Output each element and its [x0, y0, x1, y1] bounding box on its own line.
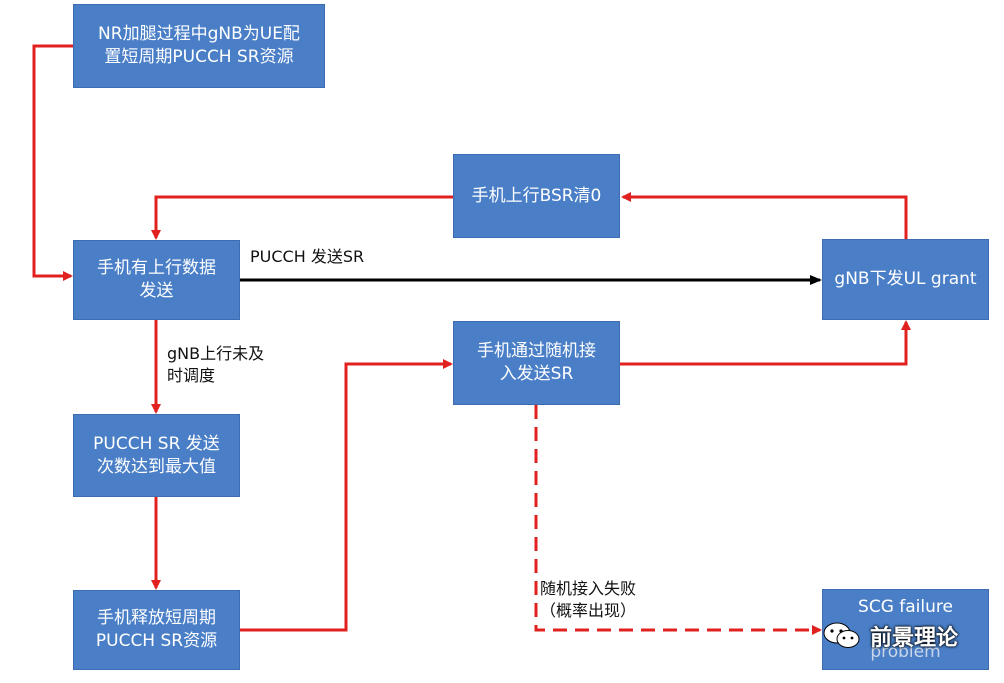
arrow-b3-to-b2: [151, 195, 453, 240]
label-not-scheduled: gNB上行未及 时调度: [167, 344, 265, 385]
arrow-b7-to-b5: [240, 359, 453, 632]
arrow-b4-to-b3: [621, 192, 908, 239]
node-ul-grant: gNB下发UL grant: [822, 239, 989, 320]
node-random-access-sr: 手机通过随机接入发送SR: [453, 321, 620, 405]
node-ue-has-ul-data: 手机有上行数据发送: [73, 240, 240, 320]
node-sr-max-reached: PUCCH SR 发送次数达到最大值: [73, 414, 240, 497]
watermark-text: 前景理论: [870, 626, 959, 651]
label-ra-failure: 随机接入失败 （概率出现）: [540, 579, 637, 620]
wechat-icon: [823, 622, 860, 648]
arrow-b5-to-b8-dashed: [534, 405, 822, 635]
arrow-b5-to-b4: [620, 320, 911, 366]
watermark: 前景理论: [822, 612, 1000, 660]
arrow-b1-to-b2: [32, 44, 73, 281]
node-bsr-clear: 手机上行BSR清0: [453, 154, 620, 238]
node-config-sr-resource: NR加腿过程中gNB为UE配置短周期PUCCH SR资源: [73, 4, 325, 88]
label-pucch-send-sr: PUCCH 发送SR: [250, 247, 365, 266]
